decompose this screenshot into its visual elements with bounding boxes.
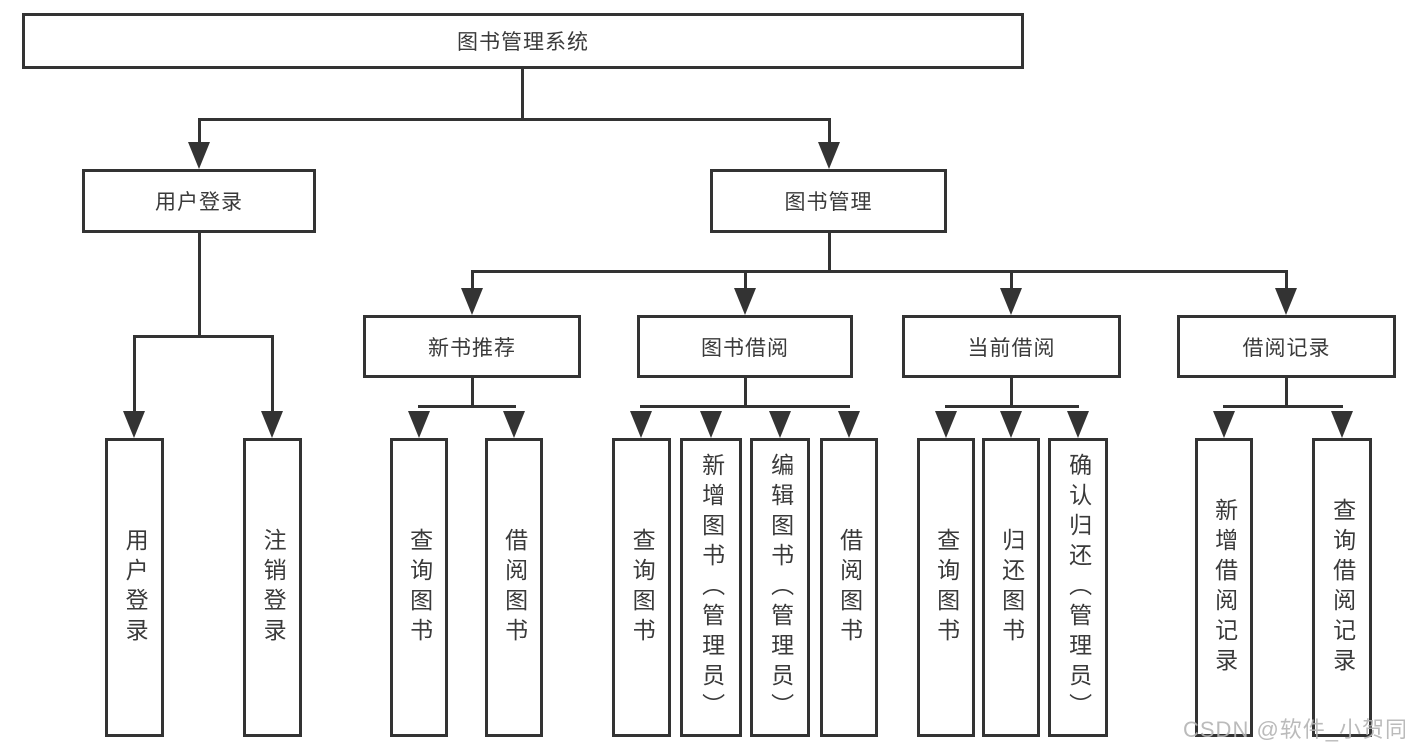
connector-user-login-vline <box>198 233 201 337</box>
node-book-management: 图书管理 <box>710 169 947 233</box>
node-borrow-books-recommend: 借阅图书 <box>485 438 543 737</box>
connector-level3-hline <box>471 270 1288 273</box>
connector-book-mgmt-drop <box>828 120 831 145</box>
arrowhead-borrow-books-1 <box>503 411 525 438</box>
node-query-books-borrowing: 查询图书 <box>612 438 671 737</box>
arrowhead-query-books-2 <box>630 411 652 438</box>
node-label: 借阅图书 <box>501 527 528 648</box>
node-query-borrow-record: 查询借阅记录 <box>1312 438 1372 737</box>
connector-borrow-record-drop <box>1285 272 1288 291</box>
node-label: 用户登录 <box>122 527 149 648</box>
node-label: 图书管理 <box>784 191 873 214</box>
node-add-borrow-record: 新增借阅记录 <box>1195 438 1253 737</box>
arrowhead-book-mgmt <box>818 142 840 169</box>
node-edit-books-admin: 编辑图书（管理员） <box>750 438 810 737</box>
node-current-borrowing: 当前借阅 <box>902 315 1121 378</box>
connector-root-vline <box>521 69 524 120</box>
arrowhead-login-leaf <box>123 411 145 438</box>
arrowhead-user-login <box>188 142 210 169</box>
node-label: 归还图书 <box>998 527 1025 648</box>
node-label: 当前借阅 <box>967 336 1056 360</box>
connector-level2-hline <box>198 118 831 121</box>
arrowhead-new-book <box>461 288 483 315</box>
arrowhead-query-books-1 <box>408 411 430 438</box>
node-label: 借阅记录 <box>1242 336 1331 360</box>
connector-borrow-record-split-hline <box>1223 405 1343 408</box>
node-label: 图书借阅 <box>701 336 789 360</box>
node-user-login: 用户登录 <box>82 169 316 233</box>
arrowhead-edit-books <box>769 411 791 438</box>
node-label: 新增图书（管理员） <box>698 452 725 723</box>
node-label: 用户登录 <box>155 191 243 214</box>
connector-borrow-record-vline <box>1285 378 1288 408</box>
arrowhead-confirm-return <box>1067 411 1089 438</box>
arrowhead-book-borrow <box>734 288 756 315</box>
node-user-login-action: 用户登录 <box>105 438 164 737</box>
node-query-books-recommend: 查询图书 <box>390 438 448 737</box>
node-label: 确认归还（管理员） <box>1065 452 1092 723</box>
connector-book-borrow-drop <box>744 272 747 291</box>
connector-book-mgmt-vline <box>828 233 831 272</box>
node-return-books: 归还图书 <box>982 438 1040 737</box>
node-borrowing-records: 借阅记录 <box>1177 315 1396 378</box>
connector-new-book-drop <box>471 272 474 291</box>
node-label: 查询图书 <box>406 527 433 648</box>
connector-new-book-split-hline <box>418 405 516 408</box>
node-book-borrowing: 图书借阅 <box>637 315 853 378</box>
arrowhead-add-books <box>700 411 722 438</box>
arrowhead-query-books-3 <box>935 411 957 438</box>
node-library-management-system: 图书管理系统 <box>22 13 1024 69</box>
connector-logout-leaf-drop <box>271 337 274 414</box>
connector-user-login-drop <box>198 120 201 145</box>
node-label: 注销登录 <box>260 527 287 648</box>
node-borrow-books-borrowing: 借阅图书 <box>820 438 878 737</box>
arrowhead-return-books <box>1000 411 1022 438</box>
connector-book-borrow-split-hline <box>640 405 850 408</box>
node-label: 新增借阅记录 <box>1211 497 1238 678</box>
connector-user-login-split-hline <box>133 335 274 338</box>
node-label: 查询图书 <box>933 527 960 648</box>
node-logout-action: 注销登录 <box>243 438 302 737</box>
arrowhead-borrow-books-2 <box>838 411 860 438</box>
arrowhead-borrow-record <box>1275 288 1297 315</box>
connector-new-book-vline <box>471 378 474 408</box>
arrowhead-current-borrow <box>1000 288 1022 315</box>
node-label: 编辑图书（管理员） <box>767 452 794 723</box>
connector-login-leaf-drop <box>133 337 136 414</box>
arrowhead-add-borrow-record <box>1213 411 1235 438</box>
node-label: 借阅图书 <box>836 527 863 648</box>
node-label: 图书管理系统 <box>457 31 589 54</box>
connector-current-borrow-split-hline <box>945 405 1079 408</box>
node-add-books-admin: 新增图书（管理员） <box>680 438 742 737</box>
node-confirm-return-admin: 确认归还（管理员） <box>1048 438 1108 737</box>
node-new-book-recommendation: 新书推荐 <box>363 315 581 378</box>
connector-current-borrow-drop <box>1010 272 1013 291</box>
node-label: 新书推荐 <box>428 336 516 360</box>
csdn-watermark: CSDN @软件_小贺同学 <box>1183 717 1405 742</box>
node-query-books-current: 查询图书 <box>917 438 975 737</box>
node-label: 查询图书 <box>629 527 656 648</box>
arrowhead-logout-leaf <box>261 411 283 438</box>
node-label: 查询借阅记录 <box>1329 497 1356 678</box>
connector-current-borrow-vline <box>1010 378 1013 408</box>
connector-book-borrow-vline <box>744 378 747 408</box>
arrowhead-query-borrow-record <box>1331 411 1353 438</box>
